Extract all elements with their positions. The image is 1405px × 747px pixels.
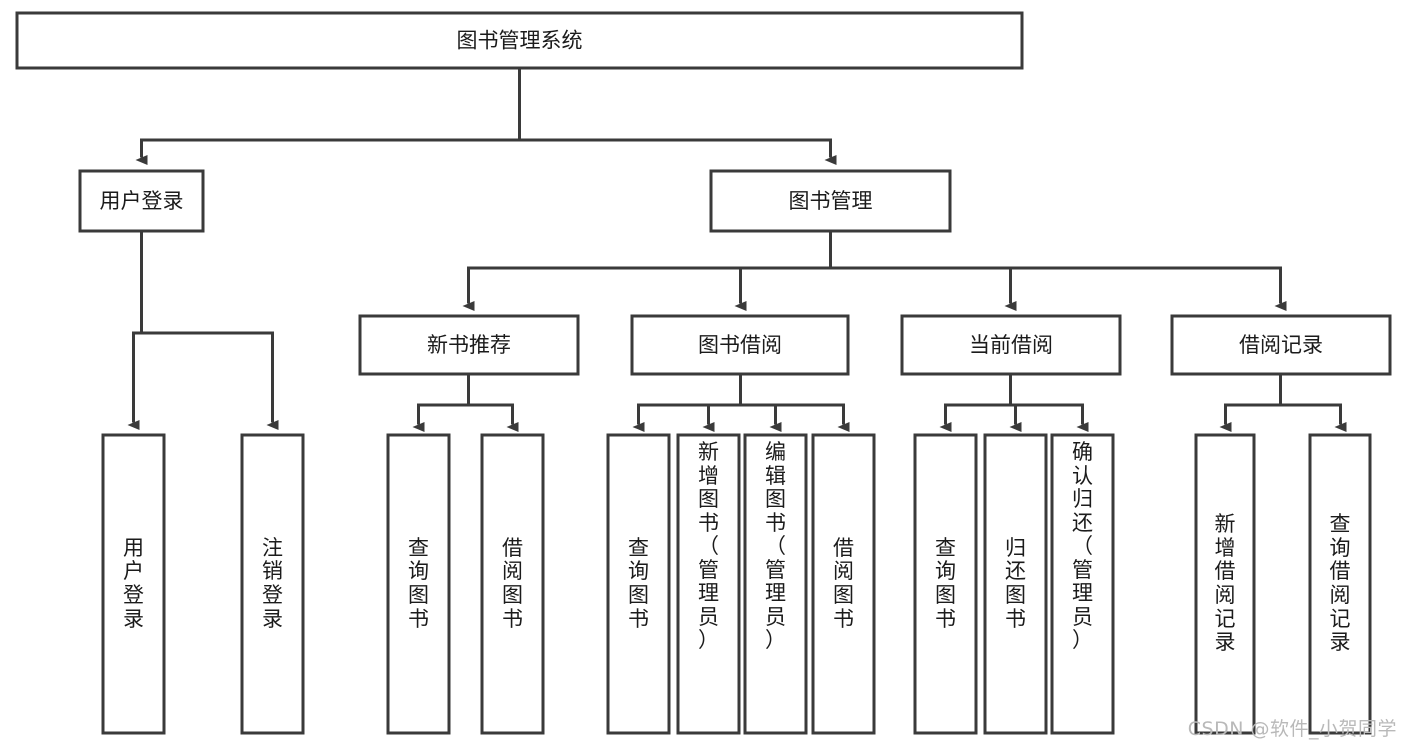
node-box-leaf-confirm-return[interactable] bbox=[1050, 433, 1115, 735]
node-box-leaf-edit-book-admin[interactable] bbox=[743, 433, 808, 735]
node-label-new-book-recommend: 新书推荐 bbox=[427, 333, 511, 357]
node-box-leaf-logout[interactable] bbox=[240, 433, 305, 735]
node-box-leaf-add-book-admin[interactable] bbox=[676, 433, 741, 735]
node-box-leaf-user-login[interactable] bbox=[101, 433, 166, 735]
node-box-leaf-add-record[interactable] bbox=[1194, 433, 1256, 735]
node-box-leaf-query-book-1[interactable] bbox=[386, 433, 451, 735]
node-box-new-book-recommend[interactable] bbox=[358, 314, 580, 376]
node-box-current-borrow[interactable] bbox=[900, 314, 1122, 376]
node-box-leaf-query-book-3[interactable] bbox=[913, 433, 978, 735]
node-box-user-login[interactable] bbox=[78, 169, 205, 233]
node-box-root[interactable] bbox=[15, 11, 1024, 70]
node-box-book-borrow[interactable] bbox=[630, 314, 850, 376]
node-label-book-borrow: 图书借阅 bbox=[698, 333, 782, 357]
node-label-root: 图书管理系统 bbox=[457, 29, 583, 53]
node-label-book-manage: 图书管理 bbox=[789, 189, 873, 213]
node-box-leaf-borrow-book-2[interactable] bbox=[811, 433, 876, 735]
node-box-borrow-record[interactable] bbox=[1170, 314, 1392, 376]
node-box-leaf-borrow-book-1[interactable] bbox=[480, 433, 545, 735]
node-box-leaf-return-book[interactable] bbox=[983, 433, 1048, 735]
node-label-user-login: 用户登录 bbox=[100, 189, 184, 213]
node-box-leaf-query-book-2[interactable] bbox=[606, 433, 671, 735]
node-box-book-manage[interactable] bbox=[709, 169, 952, 233]
node-box-layer bbox=[15, 11, 1392, 735]
connector-layer bbox=[127, 66, 1347, 432]
node-label-current-borrow: 当前借阅 bbox=[969, 333, 1053, 357]
node-box-leaf-query-record[interactable] bbox=[1308, 433, 1372, 735]
node-label-borrow-record: 借阅记录 bbox=[1239, 333, 1323, 357]
watermark: CSDN @软件_小贺同学 bbox=[1187, 718, 1397, 740]
